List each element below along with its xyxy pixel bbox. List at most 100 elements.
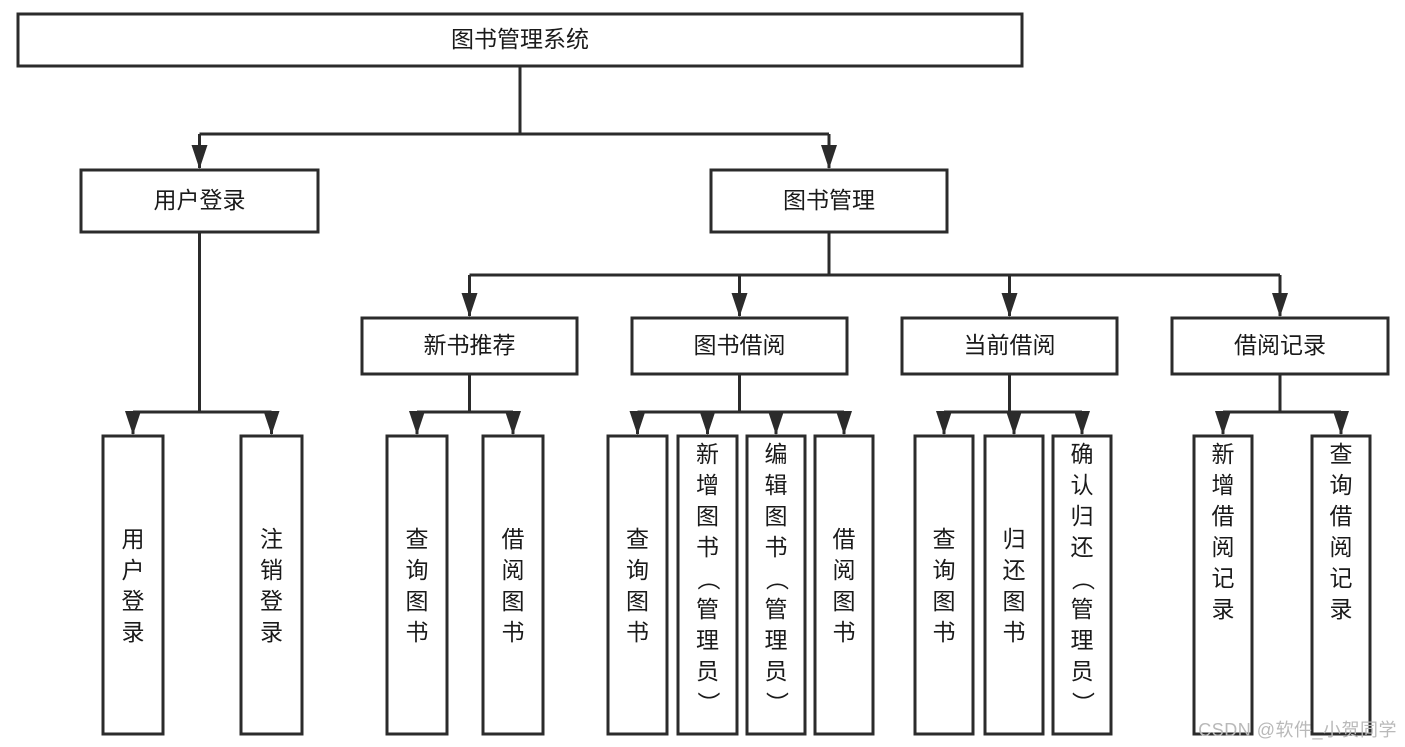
node-leaf-confirm-return-label-char: 认: [1071, 472, 1094, 498]
watermark-text: CSDN @软件_小贺同学: [1198, 720, 1397, 740]
node-leaf-query-book-1-label-char: 书: [406, 619, 429, 645]
node-current-borrow-box[interactable]: [900, 316, 1119, 376]
node-borrow-record-label: 借阅记录: [1234, 332, 1326, 358]
node-leaf-edit-book-box[interactable]: [745, 434, 807, 736]
node-leaf-query-record-box[interactable]: [1310, 434, 1372, 736]
node-user-login[interactable]: 用户登录: [79, 168, 320, 234]
node-leaf-confirm-return-label-char: ）: [1070, 692, 1096, 715]
node-leaf-query-record-label-char: 录: [1330, 596, 1353, 622]
arrow-head-icon: [505, 411, 521, 435]
node-leaf-query-book-3-box[interactable]: [913, 434, 975, 736]
node-leaf-borrow-book-1-box[interactable]: [481, 434, 545, 736]
node-book-borrow[interactable]: 图书借阅: [630, 316, 849, 376]
node-user-login-label: 用户登录: [154, 187, 246, 213]
node-leaf-logout-box[interactable]: [239, 434, 304, 736]
connector-layer: [125, 66, 1349, 435]
node-leaf-borrow-book-1-label-char: 图: [502, 588, 525, 614]
node-leaf-return-book-label-char: 书: [1003, 619, 1026, 645]
node-leaf-confirm-return-label-char: 确: [1071, 441, 1094, 467]
node-root-system-box[interactable]: [16, 12, 1024, 68]
node-leaf-user-login-label-char: 户: [122, 557, 145, 583]
node-leaf-borrow-book-2-label-char: 书: [833, 619, 856, 645]
node-leaf-query-book-2-label-char: 询: [626, 557, 649, 583]
node-leaf-add-book-label-char: 理: [696, 627, 719, 653]
arrow-head-icon: [731, 293, 748, 317]
node-current-borrow[interactable]: 当前借阅: [900, 316, 1119, 376]
node-leaf-edit-book-label-char: 辑: [765, 472, 788, 498]
node-leaf-confirm-return-box[interactable]: [1051, 434, 1113, 736]
node-leaf-edit-book-label-char: 管: [765, 596, 788, 622]
node-leaf-confirm-return-label-char: 管: [1071, 596, 1094, 622]
node-leaf-add-book-label-char: 书: [696, 534, 719, 560]
node-leaf-borrow-book-1-label-char: 书: [502, 619, 525, 645]
node-leaf-add-record-box[interactable]: [1192, 434, 1254, 736]
node-leaf-query-book-2-box[interactable]: [606, 434, 669, 736]
node-leaf-logout-label-char: 销: [260, 557, 283, 583]
node-leaf-confirm-return-label-char: 还: [1071, 534, 1094, 560]
node-leaf-confirm-return-label-char: 理: [1071, 627, 1094, 653]
node-leaf-query-book-2-label-char: 书: [626, 619, 649, 645]
node-leaf-add-record-label-char: 借: [1212, 503, 1235, 529]
node-current-borrow-label: 当前借阅: [964, 332, 1056, 358]
node-leaf-add-book-label-char: 增: [696, 472, 719, 498]
node-book-management[interactable]: 图书管理: [709, 168, 949, 234]
node-leaf-edit-book-label-char: 书: [765, 534, 788, 560]
arrow-head-icon: [629, 411, 646, 435]
node-leaf-edit-book-label-char: ）: [764, 692, 790, 715]
node-leaf-query-book-1-label-char: 询: [406, 557, 429, 583]
node-leaf-user-login-box[interactable]: [101, 434, 165, 736]
node-leaf-query-record-label-char: 询: [1330, 472, 1353, 498]
node-borrow-record-box[interactable]: [1170, 316, 1390, 376]
node-leaf-query-book-1-label-char: 查: [406, 526, 429, 552]
node-book-borrow-box[interactable]: [630, 316, 849, 376]
node-leaf-logout-label-char: 登: [260, 588, 283, 614]
node-new-book-recommend-box[interactable]: [360, 316, 579, 376]
node-leaf-add-record-label-char: 阅: [1212, 534, 1235, 560]
arrow-head-icon: [1272, 293, 1288, 317]
node-leaf-borrow-book-2-label-char: 借: [833, 526, 856, 552]
node-user-login-box[interactable]: [79, 168, 320, 234]
node-root-system[interactable]: 图书管理系统: [16, 12, 1024, 68]
node-leaf-borrow-book-2-label-char: 图: [833, 588, 856, 614]
node-leaf-edit-book-label-char: 员: [765, 658, 788, 684]
node-leaf-borrow-book-1-label-char: 阅: [502, 557, 525, 583]
node-leaf-confirm-return-label-char: （: [1070, 568, 1096, 591]
node-book-management-box[interactable]: [709, 168, 949, 234]
arrow-head-icon: [1006, 411, 1022, 435]
node-borrow-record[interactable]: 借阅记录: [1170, 316, 1390, 376]
arrow-head-icon: [1001, 293, 1018, 317]
node-leaf-user-login-label-char: 录: [122, 619, 145, 645]
node-leaf-query-record-label-char: 借: [1330, 503, 1353, 529]
node-leaf-query-book-3-label-char: 询: [933, 557, 956, 583]
arrow-head-icon: [125, 411, 141, 435]
node-leaf-add-book-label-char: ）: [696, 692, 722, 715]
node-book-management-label: 图书管理: [783, 187, 875, 213]
node-leaf-query-record-label-char: 查: [1330, 441, 1353, 467]
node-leaf-borrow-book-2-box[interactable]: [813, 434, 875, 736]
node-new-book-recommend[interactable]: 新书推荐: [360, 316, 579, 376]
node-leaf-query-record-label-char: 阅: [1330, 534, 1353, 560]
node-leaf-query-book-3-label-char: 书: [933, 619, 956, 645]
node-leaf-return-book-box[interactable]: [983, 434, 1045, 736]
arrow-head-icon: [836, 411, 852, 435]
node-leaf-query-book-1-box[interactable]: [385, 434, 449, 736]
node-leaf-add-book-box[interactable]: [676, 434, 739, 736]
node-leaf-borrow-book-1-label-char: 借: [502, 526, 525, 552]
node-leaf-user-login[interactable]: 用户登录: [101, 434, 165, 736]
node-leaf-query-book-2-label-char: 查: [626, 526, 649, 552]
node-leaf-query-book-2-label-char: 图: [626, 588, 649, 614]
node-leaf-add-record-label-char: 录: [1212, 596, 1235, 622]
arrow-head-icon: [821, 145, 837, 169]
